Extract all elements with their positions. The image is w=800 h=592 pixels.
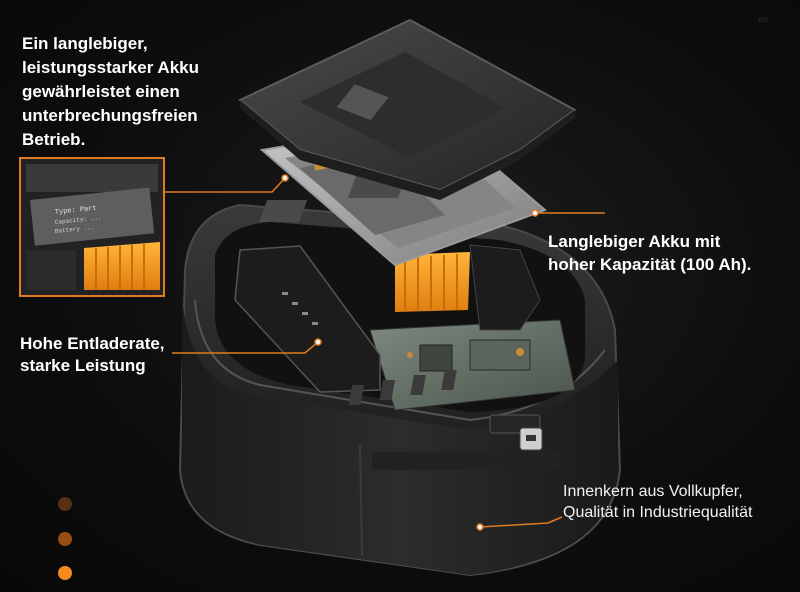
battery-cover: [238, 18, 577, 200]
detail-inset: Type: Part Capacity: ... Battery ...: [19, 157, 165, 297]
callout-line: hoher Kapazität (100 Ah).: [548, 255, 752, 274]
battery-interior: [215, 222, 585, 451]
callout-line: Langlebiger Akku mit: [548, 232, 721, 251]
pagination-dot-1[interactable]: [58, 497, 72, 511]
callout-line: starke Leistung: [20, 356, 146, 375]
callout-line: Qualität in Industriequalität: [563, 504, 753, 521]
callout-line: Ein langlebiger,: [22, 34, 148, 53]
inset-text-2: Capacity: ...: [54, 214, 101, 226]
callout-line: unterbrechungsfreien: [22, 106, 198, 125]
callout-line: Betrieb.: [22, 130, 86, 149]
callout-discharge: Hohe Entladerate, starke Leistung: [20, 333, 220, 377]
pagination-dot-3[interactable]: [58, 566, 72, 580]
inset-text-3: Battery ...: [54, 224, 94, 235]
callout-copper-core: Innenkern aus Vollkupfer, Qualität in In…: [563, 481, 793, 523]
callout-durable-battery: Ein langlebiger, leistungsstarker Akku g…: [22, 32, 237, 152]
callout-line: Hohe Entladerate,: [20, 334, 165, 353]
callout-line: leistungsstarker Akku: [22, 58, 199, 77]
callout-line: gewährleistet einen: [22, 82, 180, 101]
callout-line: Innenkern aus Vollkupfer,: [563, 483, 743, 500]
callout-lines: [164, 177, 605, 528]
watermark: en: [757, 14, 768, 24]
callout-capacity: Langlebiger Akku mit hoher Kapazität (10…: [548, 230, 788, 276]
pagination-dot-2[interactable]: [58, 532, 72, 546]
